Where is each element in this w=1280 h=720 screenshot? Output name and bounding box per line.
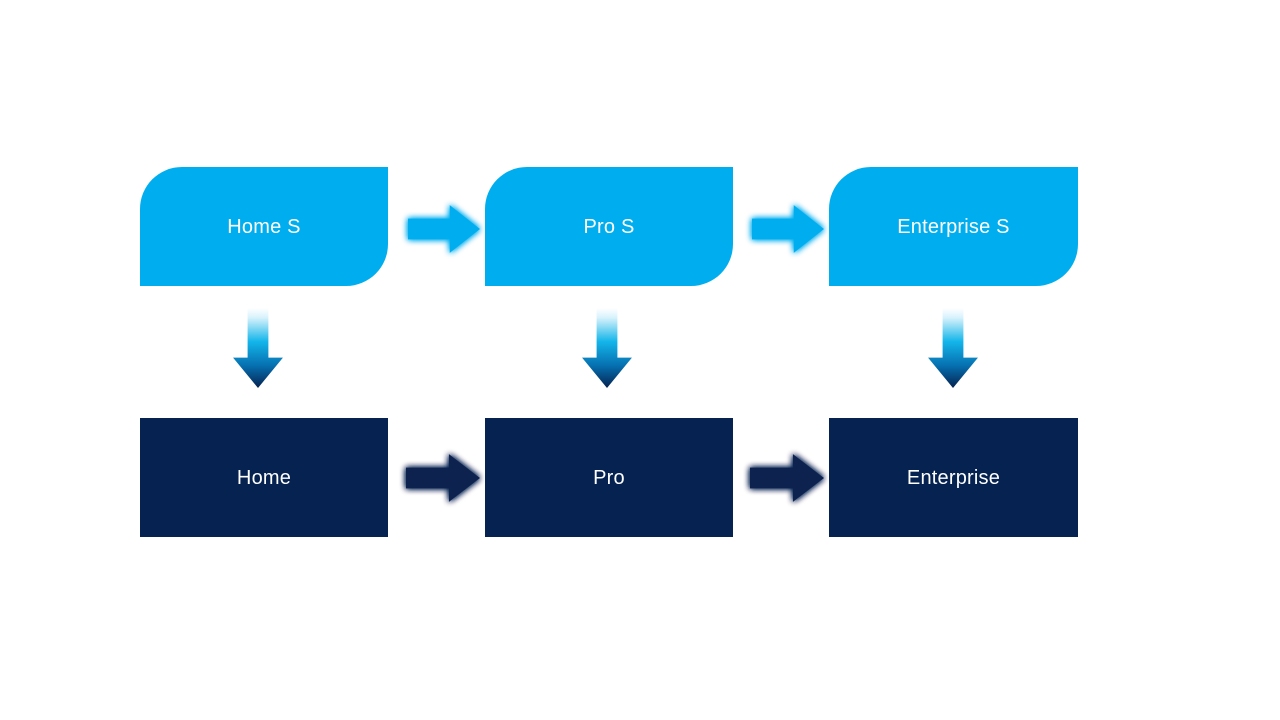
arrow-pro-s-to-enterprise-s <box>752 203 824 255</box>
arrow-enterprise-s-to-enterprise <box>927 308 979 388</box>
node-label-home: Home <box>236 466 292 489</box>
arrow-pro-to-enterprise <box>750 452 824 504</box>
arrow-pro-s-to-pro <box>581 308 633 388</box>
node-label-pro: Pro <box>593 466 625 489</box>
node-label-enterprise-s: Enterprise S <box>897 215 1010 238</box>
node-pro-s[interactable]: Pro S <box>485 167 733 286</box>
node-label-enterprise: Enterprise <box>906 466 1001 489</box>
node-enterprise[interactable]: Enterprise <box>829 418 1078 537</box>
node-label-pro-s: Pro S <box>583 215 635 238</box>
arrow-home-s-to-pro-s <box>408 203 480 255</box>
arrow-home-s-to-home <box>232 308 284 388</box>
node-home-s[interactable]: Home S <box>140 167 388 286</box>
node-label-home-s: Home S <box>227 215 301 238</box>
node-pro[interactable]: Pro <box>485 418 733 537</box>
arrow-home-to-pro <box>406 452 480 504</box>
node-home[interactable]: Home <box>140 418 388 537</box>
node-enterprise-s[interactable]: Enterprise S <box>829 167 1078 286</box>
